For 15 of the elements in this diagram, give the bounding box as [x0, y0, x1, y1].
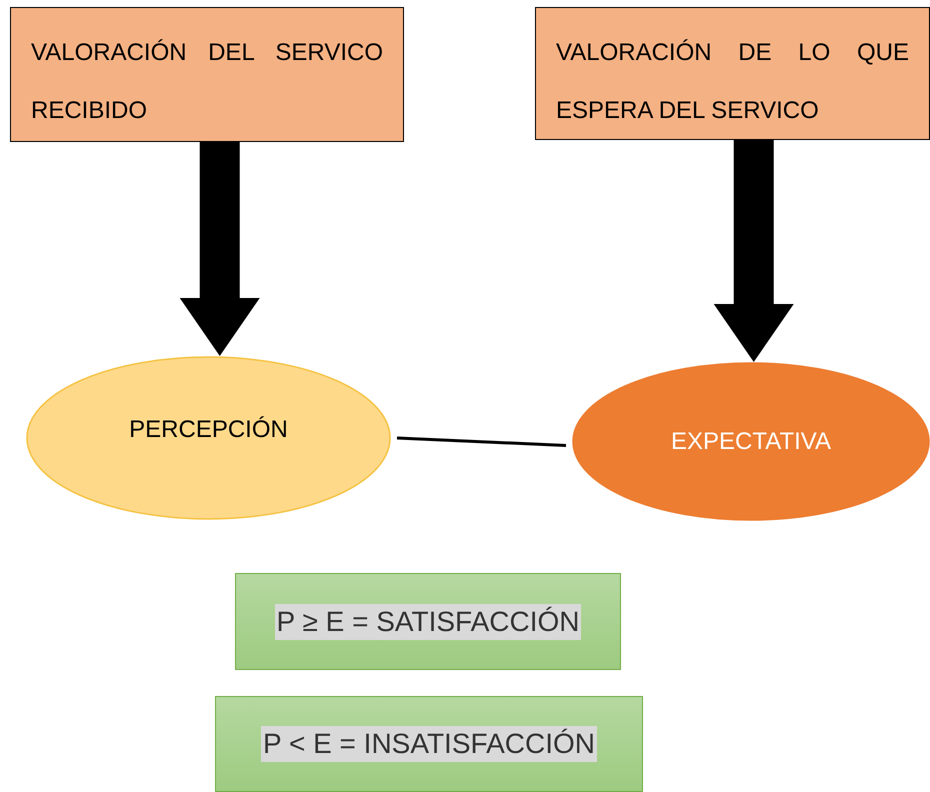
result-box [215, 696, 643, 792]
process-box [10, 7, 404, 142]
ellipse-node [572, 362, 930, 521]
process-box [535, 7, 930, 140]
result-box [235, 573, 621, 670]
node-label: VALORACIÓN DE LO QUE ESPERA DEL SERVICO [556, 38, 909, 126]
node-label: P ≥ E = SATISFACCIÓN [274, 604, 582, 640]
node-label: PERCEPCIÓN [129, 415, 288, 445]
block-arrow [180, 142, 260, 356]
node-label: P < E = INSATISFACCIÓN [261, 726, 597, 762]
ellipse-node [26, 356, 391, 520]
connector-line [396, 436, 566, 447]
node-label: VALORACIÓN DEL SERVICO RECIBIDO [31, 38, 383, 126]
block-arrow [714, 140, 794, 362]
node-label: EXPECTATIVA [670, 426, 832, 456]
